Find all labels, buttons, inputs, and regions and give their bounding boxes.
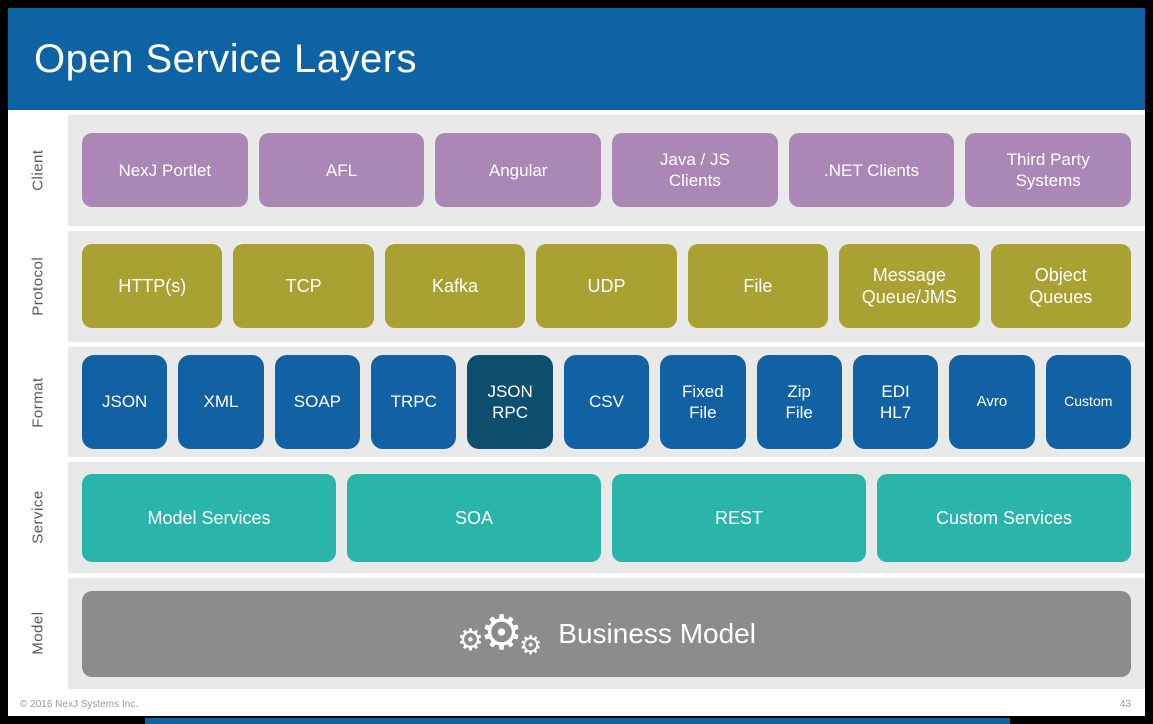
box-label: Message Queue/JMS bbox=[861, 264, 957, 308]
csv-box: CSV bbox=[563, 354, 650, 449]
box-label: XML bbox=[203, 392, 239, 412]
gears-icon: ⚙⚙⚙ bbox=[457, 606, 543, 660]
layer-band-protocol: HTTP(s) TCP Kafka UDP File Message Queue/JMS O… bbox=[68, 230, 1145, 342]
box-label: Zip File bbox=[785, 381, 813, 422]
layer-row-model: Model ⚙⚙⚙ Business Model bbox=[8, 578, 1145, 689]
box-label: EDI HL7 bbox=[879, 381, 912, 422]
afl-box: AFL bbox=[258, 133, 425, 208]
layer-label-client: Client bbox=[8, 115, 68, 226]
nexj-portlet-box: NexJ Portlet bbox=[82, 133, 248, 208]
custom-box: Custom bbox=[1045, 354, 1131, 449]
slide-footer: © 2016 NexJ Systems Inc. 43 bbox=[8, 692, 1145, 716]
model-services-box: Model Services bbox=[82, 473, 336, 562]
layer-row-protocol: Protocol HTTP(s) TCP Kafka UDP File Message Qu… bbox=[8, 230, 1145, 342]
fixed-file-box: Fixed File bbox=[660, 354, 746, 449]
layer-label-service: Service bbox=[8, 462, 68, 574]
angular-box: Angular bbox=[435, 133, 602, 208]
box-label: JSON bbox=[102, 392, 148, 412]
tcp-box: TCP bbox=[233, 244, 374, 329]
zip-file-box: Zip File bbox=[756, 354, 842, 449]
object-queues-box: Object Queues bbox=[990, 244, 1131, 329]
custom-services-box: Custom Services bbox=[877, 473, 1131, 562]
edi-hl7-box: EDI HL7 bbox=[852, 354, 939, 449]
box-label: SOAP bbox=[293, 392, 342, 412]
box-label: Custom Services bbox=[935, 507, 1073, 528]
trpc-box: TRPC bbox=[371, 354, 457, 449]
box-label: Java / JS Clients bbox=[659, 150, 730, 191]
copyright-text: © 2016 NexJ Systems Inc. bbox=[20, 698, 138, 710]
soa-box: SOA bbox=[347, 473, 601, 562]
box-label: File bbox=[743, 275, 773, 296]
box-label: SOA bbox=[454, 507, 493, 528]
slide: Open Service Layers Client NexJ Portlet AF… bbox=[8, 8, 1145, 716]
layer-label-model: Model bbox=[8, 578, 68, 689]
box-label: Third Party Systems bbox=[1006, 150, 1090, 191]
box-label: Model Services bbox=[147, 507, 271, 528]
page-number: 43 bbox=[1119, 698, 1131, 710]
box-label: JSON RPC bbox=[487, 381, 533, 422]
third-party-systems-box: Third Party Systems bbox=[965, 133, 1132, 208]
kafka-box: Kafka bbox=[384, 244, 526, 329]
json-box: JSON bbox=[82, 354, 168, 449]
box-label: Fixed File bbox=[682, 381, 724, 422]
layer-row-service: Service Model Services SOA REST Custom Servi… bbox=[8, 462, 1145, 574]
box-label: HTTP(s) bbox=[118, 275, 187, 296]
box-label: UDP bbox=[587, 275, 626, 296]
layer-row-format: Format JSON XML SOAP TRPC JSON RPC CSV Fixed Fi… bbox=[8, 346, 1145, 458]
box-label: CSV bbox=[588, 392, 624, 412]
business-model-box: ⚙⚙⚙ Business Model bbox=[82, 590, 1131, 677]
layer-band-service: Model Services SOA REST Custom Services bbox=[68, 462, 1145, 574]
message-queue-jms-box: Message Queue/JMS bbox=[839, 244, 980, 329]
box-label: Kafka bbox=[432, 275, 479, 296]
layer-band-format: JSON XML SOAP TRPC JSON RPC CSV Fixed File Zip … bbox=[68, 346, 1145, 458]
soap-box: SOAP bbox=[274, 354, 361, 449]
box-label: TRPC bbox=[390, 392, 437, 412]
json-rpc-box: JSON RPC bbox=[467, 354, 553, 449]
box-label: NexJ Portlet bbox=[118, 160, 212, 180]
title-bar: Open Service Layers bbox=[8, 8, 1145, 110]
layer-label-protocol: Protocol bbox=[8, 230, 68, 342]
box-label: Business Model bbox=[558, 618, 756, 650]
avro-box: Avro bbox=[949, 354, 1035, 449]
layers-container: Client NexJ Portlet AFL Angular Java / JS Cl… bbox=[8, 110, 1145, 692]
java-js-clients-box: Java / JS Clients bbox=[612, 133, 778, 208]
bottom-accent-bar bbox=[145, 718, 1010, 724]
xml-box: XML bbox=[178, 354, 264, 449]
layer-band-client: NexJ Portlet AFL Angular Java / JS Clients.… bbox=[68, 115, 1145, 226]
box-label: Object Queues bbox=[1029, 264, 1093, 308]
page-title: Open Service Layers bbox=[34, 36, 418, 81]
file-box: File bbox=[687, 244, 829, 329]
box-label: REST bbox=[714, 507, 763, 528]
udp-box: UDP bbox=[536, 244, 677, 329]
box-label: AFL bbox=[325, 160, 358, 180]
box-label: Angular bbox=[488, 160, 548, 180]
rest-box: REST bbox=[612, 473, 866, 562]
layer-label-format: Format bbox=[8, 346, 68, 458]
box-label: TCP bbox=[285, 275, 322, 296]
net-clients-box: .NET Clients bbox=[788, 133, 955, 208]
layer-band-model: ⚙⚙⚙ Business Model bbox=[68, 578, 1145, 689]
box-label: Custom bbox=[1064, 393, 1113, 410]
box-label: .NET Clients bbox=[823, 160, 920, 180]
http-s-box: HTTP(s) bbox=[82, 244, 223, 329]
box-label: Avro bbox=[976, 392, 1008, 410]
layer-row-client: Client NexJ Portlet AFL Angular Java / JS Cl… bbox=[8, 115, 1145, 226]
